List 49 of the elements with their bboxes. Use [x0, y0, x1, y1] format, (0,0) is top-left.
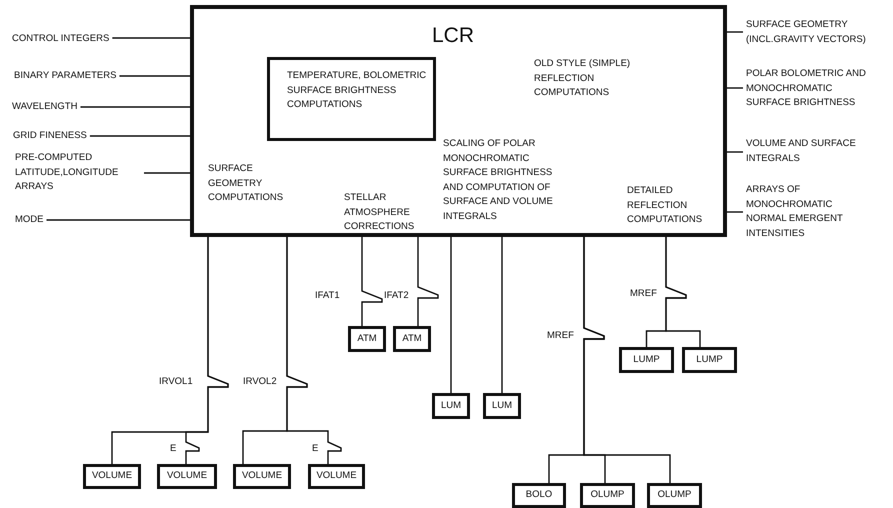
module-box: [190, 5, 727, 237]
connector: [727, 211, 743, 213]
subroutine-box: VOLUME: [308, 464, 365, 489]
block-label: SCALING OF POLAR MONOCHROMATIC SURFACE BRIGHTNESS AND COMPUTATION OF SURFACE AND VOLUME INTEGRALS: [443, 137, 554, 224]
connector: [727, 151, 743, 153]
switched-connector: [361, 237, 383, 326]
connector: [119, 75, 190, 77]
input-output-text: MODE: [15, 213, 44, 228]
connector: [583, 237, 671, 483]
subroutine-box: ATM: [393, 326, 431, 352]
connector: [450, 237, 452, 393]
switched-connector: [286, 237, 342, 464]
subroutine-box: LUM: [432, 393, 470, 419]
input-output-text: VOLUME AND SURFACE INTEGRALS: [746, 137, 876, 166]
connector: [727, 31, 743, 33]
connector: [112, 37, 190, 39]
block-label: DETAILED REFLECTION COMPUTATIONS: [627, 184, 704, 227]
switched-connector: [417, 237, 439, 326]
subroutine-box: OLUMP: [647, 483, 702, 508]
connector: [665, 237, 701, 347]
block-label: SURFACE GEOMETRY COMPUTATIONS: [208, 162, 284, 205]
subroutine-box: LUMP: [619, 347, 674, 373]
input-output-text: BINARY PARAMETERS: [14, 69, 116, 84]
subroutine-box: VOLUME: [233, 464, 291, 489]
subroutine-box: BOLO: [512, 483, 566, 508]
block-label: STELLAR ATMOSPHERE CORRECTIONS: [344, 191, 416, 234]
subroutine-box: LUM: [483, 393, 521, 419]
input-output-text: ARRAYS OF MONOCHROMATIC NORMAL EMERGENT INTENSITIES: [746, 183, 866, 241]
input-output-text: POLAR BOLOMETRIC AND MONOCHROMATIC SURFACE BRIGHTNESS: [746, 67, 876, 110]
subroutine-box: ATM: [348, 326, 386, 352]
connector: [727, 87, 743, 89]
process-box: TEMPERATURE, BOLOMETRIC SURFACE BRIGHTNESS COMPUTATIONS: [267, 57, 436, 141]
module-title: LCR: [432, 25, 476, 47]
connector: [144, 172, 190, 174]
subroutine-box: OLUMP: [580, 483, 635, 508]
input-output-text: PRE-COMPUTED LATITUDE,LONGITUDE ARRAYS: [15, 151, 141, 194]
connector: [501, 237, 503, 393]
switched-connector: [185, 237, 229, 464]
input-output-text: GRID FINENESS: [13, 129, 87, 144]
connector: [90, 135, 190, 137]
block-label: OLD STYLE (SIMPLE) REFLECTION COMPUTATIONS: [534, 57, 632, 100]
subroutine-box: VOLUME: [157, 464, 217, 489]
input-output-text: CONTROL INTEGERS: [12, 32, 110, 46]
subroutine-box: VOLUME: [83, 464, 141, 489]
input-output-text: WAVELENGTH: [12, 100, 78, 114]
connector: [46, 219, 190, 221]
subroutine-box: LUMP: [682, 347, 737, 373]
input-output-text: SURFACE GEOMETRY (INCL.GRAVITY VECTORS): [746, 18, 891, 47]
connector: [80, 106, 190, 108]
